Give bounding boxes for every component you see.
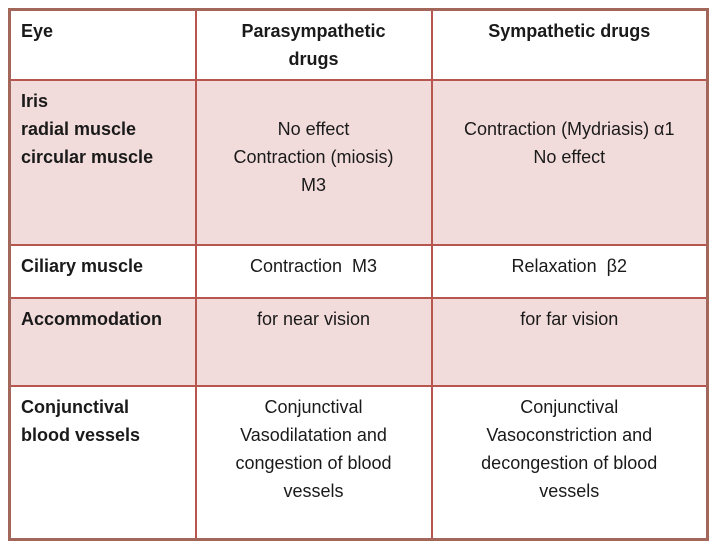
cell-iris-parasympathetic: No effect Contraction (miosis) M3 [194, 79, 433, 246]
cell-conjunctival-parasympathetic: Conjunctival Vasodilatation and congesti… [194, 385, 433, 540]
cell-ciliary-parasympathetic: Contraction M3 [194, 244, 433, 299]
cell-ciliary-sympathetic: Relaxation β2 [430, 244, 709, 299]
cell-conjunctival-sympathetic: Conjunctival Vasoconstriction and decong… [430, 385, 709, 540]
cell-iris-sympathetic: Contraction (Mydriasis) α1 No effect [430, 79, 709, 246]
table-row-ciliary-muscle: Ciliary muscle Contraction M3 Relaxation… [8, 244, 709, 299]
row-label-conjunctival-blood-vessels: Conjunctival blood vessels [8, 385, 197, 540]
table-row-iris: Iris radial muscle circular muscle No ef… [8, 79, 709, 246]
table-header-row: Eye Parasympathetic drugs Sympathetic dr… [8, 8, 709, 81]
row-label-accommodation: Accommodation [8, 297, 197, 387]
eye-autonomic-drugs-table: Eye Parasympathetic drugs Sympathetic dr… [8, 8, 709, 541]
row-label-ciliary-muscle: Ciliary muscle [8, 244, 197, 299]
row-label-iris: Iris radial muscle circular muscle [8, 79, 197, 246]
header-cell-eye: Eye [8, 8, 197, 81]
table-row-conjunctival-blood-vessels: Conjunctival blood vessels Conjunctival … [8, 385, 709, 540]
header-cell-parasympathetic-drugs: Parasympathetic drugs [194, 8, 433, 81]
cell-accommodation-parasympathetic: for near vision [194, 297, 433, 387]
table-row-accommodation: Accommodation for near vision for far vi… [8, 297, 709, 387]
cell-accommodation-sympathetic: for far vision [430, 297, 709, 387]
header-cell-sympathetic-drugs: Sympathetic drugs [430, 8, 709, 81]
